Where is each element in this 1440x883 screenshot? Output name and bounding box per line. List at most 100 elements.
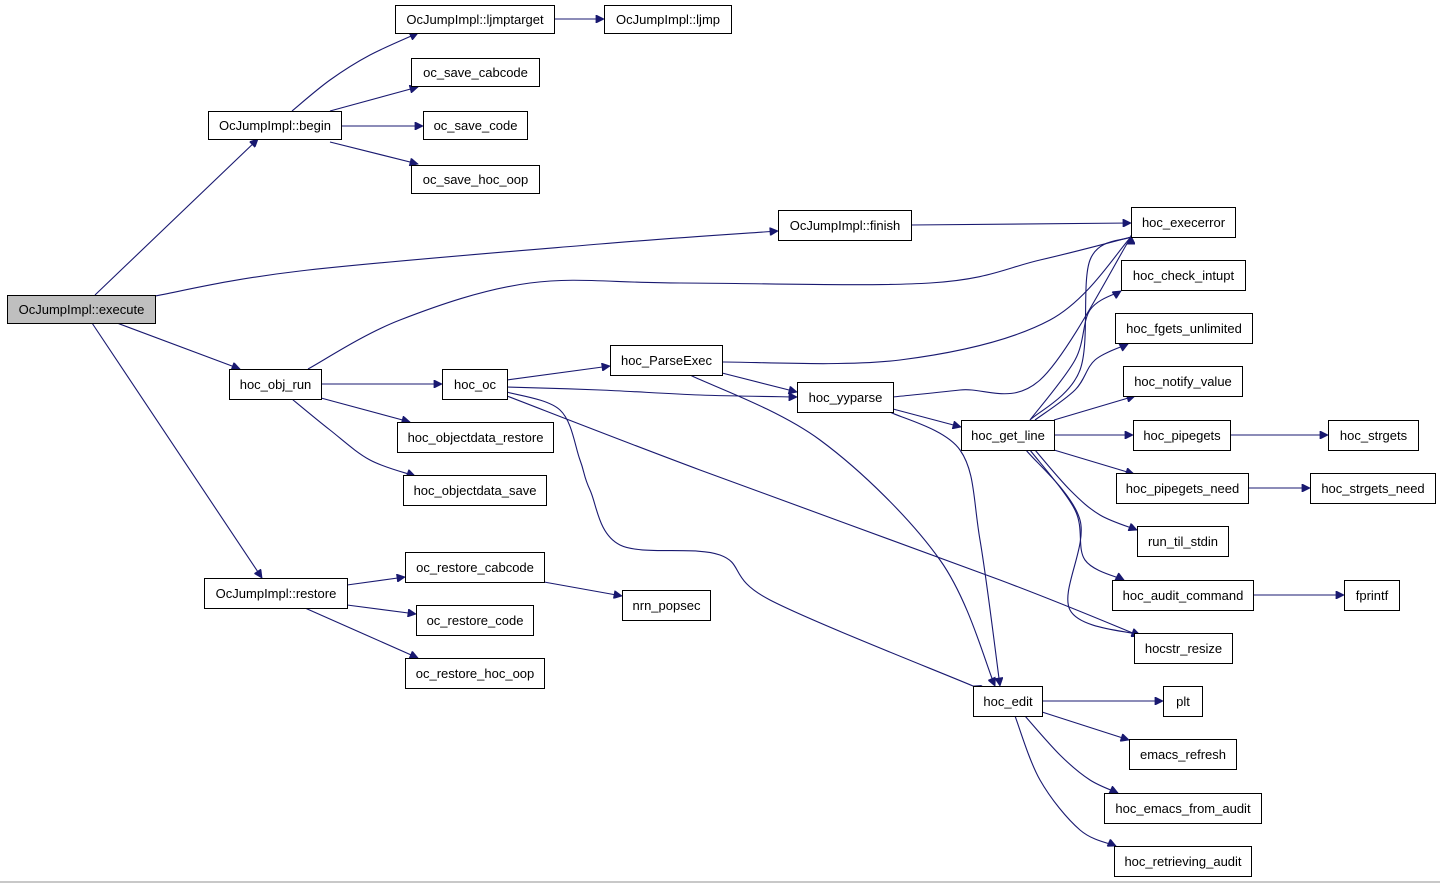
node-box[interactable] [229,369,322,400]
node-box[interactable] [1310,473,1436,504]
node-execute[interactable]: OcJumpImpl::execute [7,295,156,324]
node-hoc-edit[interactable]: hoc_edit [973,686,1043,717]
node-box[interactable] [1104,793,1262,824]
node-box[interactable] [797,382,894,413]
node-box[interactable] [423,111,528,140]
node-box[interactable] [961,420,1055,451]
node-restore-code[interactable]: oc_restore_code [416,605,534,636]
edge-hoc_oc-to-hocstr_resize [506,395,1140,636]
node-box[interactable] [405,552,545,583]
node-label: hoc_edit [983,694,1033,709]
node-box[interactable] [405,658,545,689]
node-box[interactable] [411,58,540,87]
node-label: hoc_obj_run [240,377,312,392]
edge-get_line-to-pipegets_need [1053,449,1134,474]
edge-begin-to-save_hoc_oop [329,141,418,164]
node-box[interactable] [1344,580,1400,611]
node-box[interactable] [403,475,547,506]
node-box[interactable] [1123,366,1243,397]
node-hoc-oc[interactable]: hoc_oc [442,369,508,400]
node-box[interactable] [416,605,534,636]
node-pipegets-need[interactable]: hoc_pipegets_need [1116,473,1249,504]
node-label: hoc_notify_value [1134,374,1232,389]
node-yyparse[interactable]: hoc_yyparse [797,382,894,413]
node-box[interactable] [397,422,554,453]
node-restore-cabcode[interactable]: oc_restore_cabcode [405,552,545,583]
node-box[interactable] [1115,313,1253,344]
node-fprintf[interactable]: fprintf [1344,580,1400,611]
edge-execute-to-begin [94,139,258,296]
edge-get_line-to-fgets_unlimited [1034,343,1128,421]
node-box[interactable] [1133,420,1231,451]
node-save-cabcode[interactable]: oc_save_cabcode [411,58,540,87]
node-objdata-restore[interactable]: hoc_objectdata_restore [397,422,554,453]
node-box[interactable] [973,686,1043,717]
node-box[interactable] [1137,526,1229,557]
node-strgets[interactable]: hoc_strgets [1328,420,1419,451]
edge-get_line-to-check_intupt [1029,290,1121,421]
node-ljmp[interactable]: OcJumpImpl::ljmp [604,5,732,34]
node-save-code[interactable]: oc_save_code [423,111,528,140]
node-nrn-popsec[interactable]: nrn_popsec [622,590,711,621]
node-box[interactable] [395,5,555,34]
node-box[interactable] [610,345,723,376]
node-restore[interactable]: OcJumpImpl::restore [204,578,348,609]
node-check-intupt[interactable]: hoc_check_intupt [1121,260,1246,291]
node-pipegets[interactable]: hoc_pipegets [1133,420,1231,451]
edge-restore_cabcode-to-nrn_popsec [543,581,622,596]
node-box[interactable] [1121,260,1246,291]
node-finish[interactable]: OcJumpImpl::finish [778,210,912,241]
node-box[interactable] [622,590,711,621]
edge-hoc_oc-to-yyparse [506,386,797,397]
node-box[interactable] [208,111,342,140]
node-box[interactable] [1134,633,1233,664]
edge-execute-to-obj_run [116,322,240,369]
edge-restore-to-restore_code [346,604,416,614]
node-box[interactable] [442,369,508,400]
node-box[interactable] [1112,580,1254,611]
node-restore-hoc-oop[interactable]: oc_restore_hoc_oop [405,658,545,689]
node-emacs-refresh[interactable]: emacs_refresh [1129,739,1237,770]
node-ParseExec[interactable]: hoc_ParseExec [610,345,723,376]
node-box[interactable] [204,578,348,609]
node-ljmptarget[interactable]: OcJumpImpl::ljmptarget [395,5,555,34]
node-box[interactable] [1114,846,1252,877]
node-begin[interactable]: OcJumpImpl::begin [208,111,342,140]
node-label: hoc_emacs_from_audit [1115,801,1251,816]
node-label: OcJumpImpl::ljmptarget [406,12,544,27]
node-box[interactable] [1131,207,1236,238]
node-box[interactable] [778,210,912,241]
edge-execute-to-finish [154,231,778,297]
node-label: hoc_oc [454,377,496,392]
node-hocstr-resize[interactable]: hocstr_resize [1134,633,1233,664]
node-box[interactable] [1328,420,1419,451]
node-emacs-from-audit[interactable]: hoc_emacs_from_audit [1104,793,1262,824]
node-run-til-stdin[interactable]: run_til_stdin [1137,526,1229,557]
edge-ParseExec-to-yyparse [721,372,797,392]
node-box[interactable] [604,5,732,34]
node-retrieving-audit[interactable]: hoc_retrieving_audit [1114,846,1252,877]
node-box[interactable] [411,165,540,194]
node-box[interactable] [1116,473,1249,504]
node-label: hoc_audit_command [1123,588,1244,603]
node-label: hoc_yyparse [809,390,883,405]
edge-begin-to-save_cabcode [329,87,418,112]
node-obj-run[interactable]: hoc_obj_run [229,369,322,400]
node-box[interactable] [1163,686,1203,717]
node-strgets-need[interactable]: hoc_strgets_need [1310,473,1436,504]
node-plt[interactable]: plt [1163,686,1203,717]
node-box[interactable] [7,295,156,324]
edge-get_line-to-notify_value [1053,396,1135,421]
edge-hoc_edit-to-emacs_refresh [1041,711,1129,740]
node-label: hoc_fgets_unlimited [1126,321,1242,336]
node-box[interactable] [1129,739,1237,770]
node-save-hoc-oop[interactable]: oc_save_hoc_oop [411,165,540,194]
node-objdata-save[interactable]: hoc_objectdata_save [403,475,547,506]
node-audit-command[interactable]: hoc_audit_command [1112,580,1254,611]
node-notify-value[interactable]: hoc_notify_value [1123,366,1243,397]
node-execerror[interactable]: hoc_execerror [1131,207,1236,238]
node-get-line[interactable]: hoc_get_line [961,420,1055,451]
node-label: oc_restore_code [427,613,524,628]
node-fgets-unlimited[interactable]: hoc_fgets_unlimited [1115,313,1253,344]
